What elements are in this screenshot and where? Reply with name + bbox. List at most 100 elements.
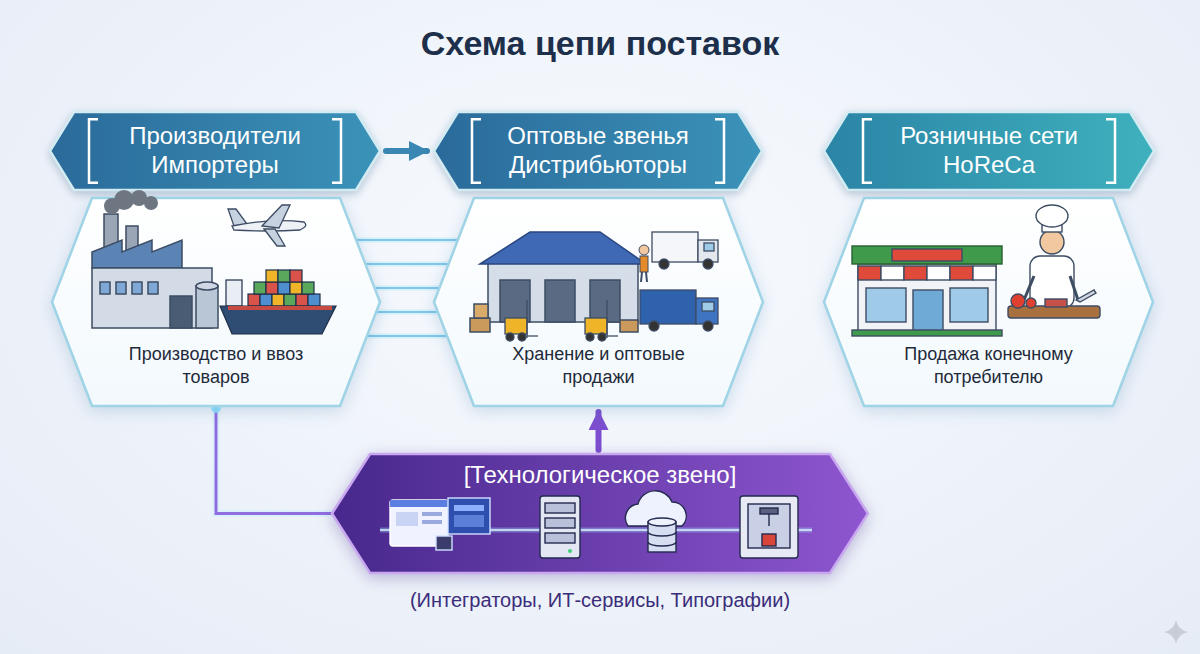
factory-icon xyxy=(131,190,147,206)
container-ship-icon xyxy=(278,282,290,294)
connector-line xyxy=(357,239,456,241)
tech-icons xyxy=(390,500,448,507)
tech-label: [Технологическое звено] xyxy=(464,461,737,490)
bracket-mark xyxy=(863,119,1115,183)
factory-icon xyxy=(144,196,158,210)
store-icon xyxy=(904,266,927,280)
tech-icons xyxy=(422,520,442,524)
tech-icons xyxy=(380,529,812,531)
factory-icon xyxy=(132,282,142,294)
forklift-icon xyxy=(586,333,594,341)
hexagon-shape xyxy=(824,112,1154,190)
store-icon xyxy=(881,266,904,280)
warehouse-icon xyxy=(470,318,490,332)
truck-icon xyxy=(703,259,713,269)
factory-icon xyxy=(100,282,110,294)
store-icon xyxy=(858,264,996,334)
tech-icons xyxy=(760,508,778,514)
store-icon xyxy=(858,266,881,280)
worker-icon xyxy=(639,245,649,255)
container-ship-icon xyxy=(284,294,296,306)
connector-line xyxy=(596,412,602,450)
factory-icon xyxy=(148,282,158,294)
container-ship-icon xyxy=(260,294,272,306)
airplane-icon xyxy=(264,229,285,246)
forklift-icon xyxy=(606,300,607,338)
watermark-sparkle xyxy=(1164,620,1188,644)
factory-icon xyxy=(170,296,192,328)
store-icon xyxy=(892,249,962,261)
connector-line xyxy=(378,311,436,313)
connector-glow xyxy=(378,309,436,315)
bracket-mark xyxy=(89,119,341,183)
warehouse-icon xyxy=(590,280,620,322)
container-ship-icon xyxy=(220,306,336,334)
tech-band: [Технологическое звено](Интеграторы, ИТ-… xyxy=(330,452,870,575)
factory-icon xyxy=(92,240,182,268)
worker-icon xyxy=(641,272,642,282)
factory-icon xyxy=(104,214,118,274)
stage-caption: Производство и ввоз товаров xyxy=(116,343,316,388)
connector-line xyxy=(369,335,446,337)
chef-icon xyxy=(1045,299,1067,307)
airplane-icon xyxy=(228,205,306,246)
container-ship-icon xyxy=(278,270,290,282)
airplane-icon xyxy=(262,205,290,228)
airplane-icon xyxy=(232,221,306,231)
store-icon xyxy=(852,246,1002,336)
flow-connector xyxy=(386,151,427,152)
forklift-icon xyxy=(585,318,607,334)
stage-header: Розничные сети HoReCa xyxy=(822,110,1156,192)
header-label: Оптовые звенья Дистрибьюторы xyxy=(488,122,708,180)
hexagon-shape xyxy=(50,112,380,190)
diagram-title: Схема цепи поставок xyxy=(0,24,1200,63)
connector-glow xyxy=(357,237,456,243)
forklift-icon xyxy=(505,300,618,341)
worker-icon xyxy=(646,272,647,282)
container-ship-icon xyxy=(308,294,320,306)
store-icon xyxy=(852,246,1002,264)
connector-glow xyxy=(376,285,437,291)
worker-icon xyxy=(639,245,649,282)
store-icon xyxy=(927,266,950,280)
warehouse-icon xyxy=(470,232,646,332)
connector-line xyxy=(367,263,447,265)
factory-icon xyxy=(104,198,120,214)
tech-icons xyxy=(740,496,798,558)
truck-icon xyxy=(704,243,714,251)
forklift-icon xyxy=(598,333,606,341)
container-ship-icon xyxy=(290,270,302,282)
store-icon xyxy=(950,266,973,280)
truck-icon xyxy=(696,298,718,324)
connector-glow xyxy=(369,333,446,339)
connector-glow xyxy=(367,261,447,267)
warehouse-icon xyxy=(500,280,530,322)
container-ship-icon xyxy=(228,306,332,310)
forklift-icon xyxy=(526,300,527,338)
tech-icons xyxy=(648,532,676,546)
tech-icons xyxy=(545,533,575,543)
tech-icons xyxy=(648,522,676,552)
container-ship-icon xyxy=(254,282,266,294)
header-label: Производители Импортеры xyxy=(105,122,325,180)
tech-icons xyxy=(422,512,442,516)
connector-glow xyxy=(216,408,332,514)
warehouse-icon xyxy=(488,262,638,322)
stage-caption: Продажа конечному потребителю xyxy=(874,343,1104,388)
chef-icon xyxy=(1008,306,1100,318)
tech-icons xyxy=(568,549,572,553)
factory-icon xyxy=(92,190,218,328)
hexagon-shape xyxy=(434,198,763,406)
container-ship-icon xyxy=(272,294,284,306)
chef-icon xyxy=(1036,205,1068,227)
tech-icons xyxy=(454,515,484,527)
factory-icon xyxy=(114,190,134,210)
truck-icon xyxy=(640,232,718,331)
hexagon-shape xyxy=(52,198,380,406)
chef-icon xyxy=(1011,294,1025,308)
forklift-icon xyxy=(506,333,514,341)
tech-icons xyxy=(748,504,790,548)
store-icon xyxy=(852,330,1002,336)
truck-icon xyxy=(640,290,696,324)
